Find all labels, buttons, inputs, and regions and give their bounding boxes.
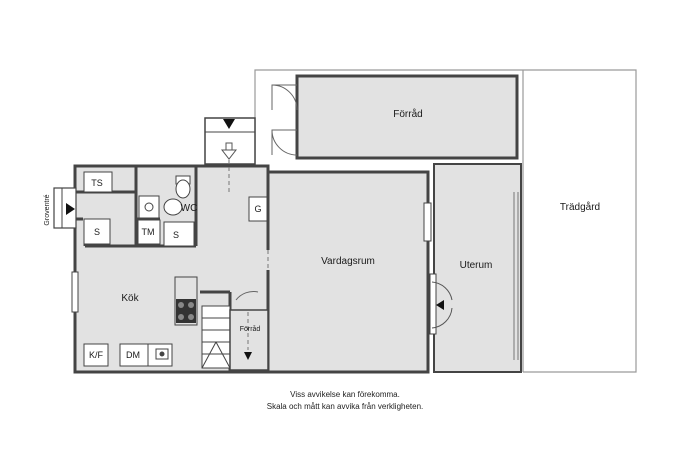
stair-arrow-icon [244,352,252,360]
entrance-door [53,187,77,229]
room-label-wc: WC [181,203,198,214]
stove [174,276,198,326]
room-label-forrad-small: Förråd [240,325,261,333]
fixtures [83,171,268,367]
main-house [73,164,430,374]
guide-lines [228,160,269,350]
entrance-arrow-icon [66,203,75,215]
disclaimer: Viss avvikelse kan förekomma. Skala och … [215,389,475,413]
windows [71,202,432,313]
fixture-label-ts: TS [91,178,103,188]
fixture-label-s-wc: S [173,230,179,240]
room-label-uterum: Uterum [460,260,493,271]
uterum-room [429,163,522,373]
entrance-label: Groventré [44,194,51,225]
room-label-kok: Kök [121,293,139,304]
storage-room-small [229,291,269,371]
storage-room-top [295,74,519,160]
room-label-tradgard: Trädgård [560,201,600,213]
fixture-label-dm: DM [126,350,140,360]
disclaimer-line-1: Viss avvikelse kan förekomma. [290,390,400,399]
fixture-label-kf: K/F [89,350,104,360]
room-label-vardagsrum: Vardagsrum [321,256,375,267]
uterum-door [431,281,453,329]
entry-porch [204,117,256,165]
entry-arrow-icon [223,119,235,129]
storage-door-swings [271,84,298,156]
disclaimer-line-2: Skala och mått kan avvika från verklighe… [266,402,424,411]
fixture-label-g: G [254,204,261,214]
fixture-label-s-left: S [94,227,100,237]
staircase [201,305,231,369]
fixture-label-tm: TM [142,227,155,237]
room-label-forrad-top: Förråd [393,108,422,120]
uterum-arrow-icon [436,300,444,310]
